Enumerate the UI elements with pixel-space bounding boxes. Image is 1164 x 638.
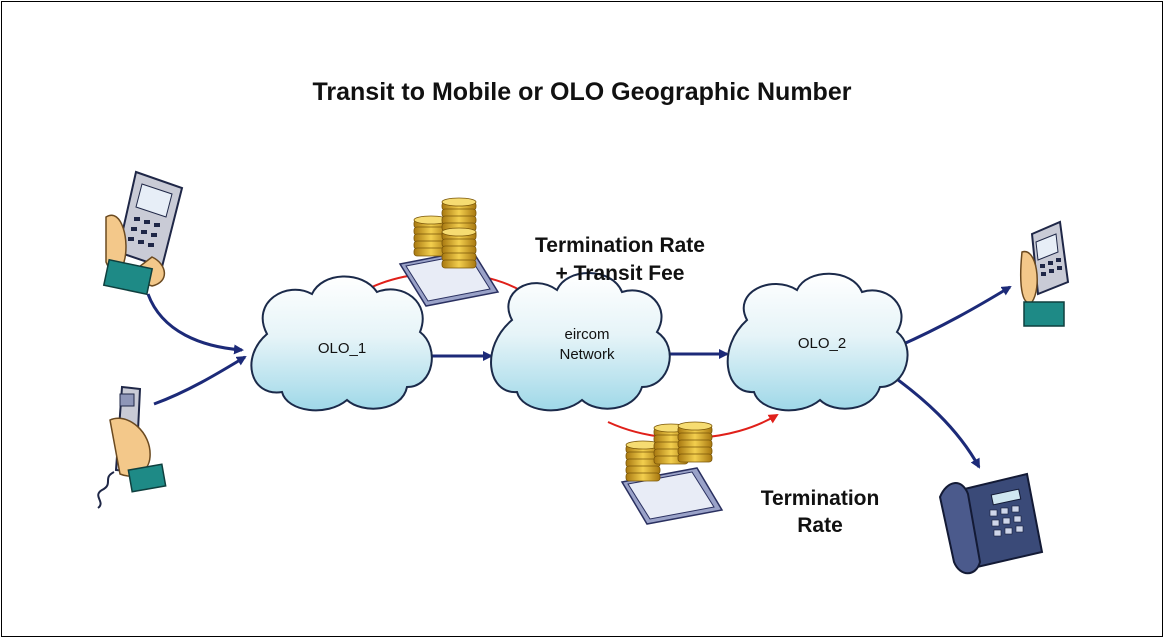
cloud-label-olo2: OLO_2 xyxy=(797,335,847,352)
coins-and-banknotes-icon xyxy=(620,421,724,525)
mobile-phone-in-hand-icon xyxy=(102,170,184,296)
cloud-label-network: Network xyxy=(559,346,615,363)
cloud-olo1 xyxy=(250,275,433,412)
cloud-eircom-network xyxy=(490,272,671,412)
fee-label-rate: Rate xyxy=(797,514,843,537)
mobile-phone-in-hand-icon xyxy=(1019,220,1070,327)
diagram-title: Transit to Mobile or OLO Geographic Numb… xyxy=(312,78,852,106)
fee-label-termination-rate: Termination Rate xyxy=(535,234,705,257)
cloud-label-eircom: eircom xyxy=(564,326,610,343)
fee-label-transit-fee: + Transit Fee xyxy=(555,262,685,285)
cloud-label-olo1: OLO_1 xyxy=(317,340,367,357)
desk-telephone-icon xyxy=(938,472,1044,575)
call-flow-arrows xyxy=(146,285,1012,469)
corded-handset-in-hand-icon xyxy=(97,385,167,509)
coins-and-banknotes-icon xyxy=(398,197,500,307)
cloud-olo2 xyxy=(726,272,909,412)
fee-label-termination: Termination xyxy=(760,487,880,510)
